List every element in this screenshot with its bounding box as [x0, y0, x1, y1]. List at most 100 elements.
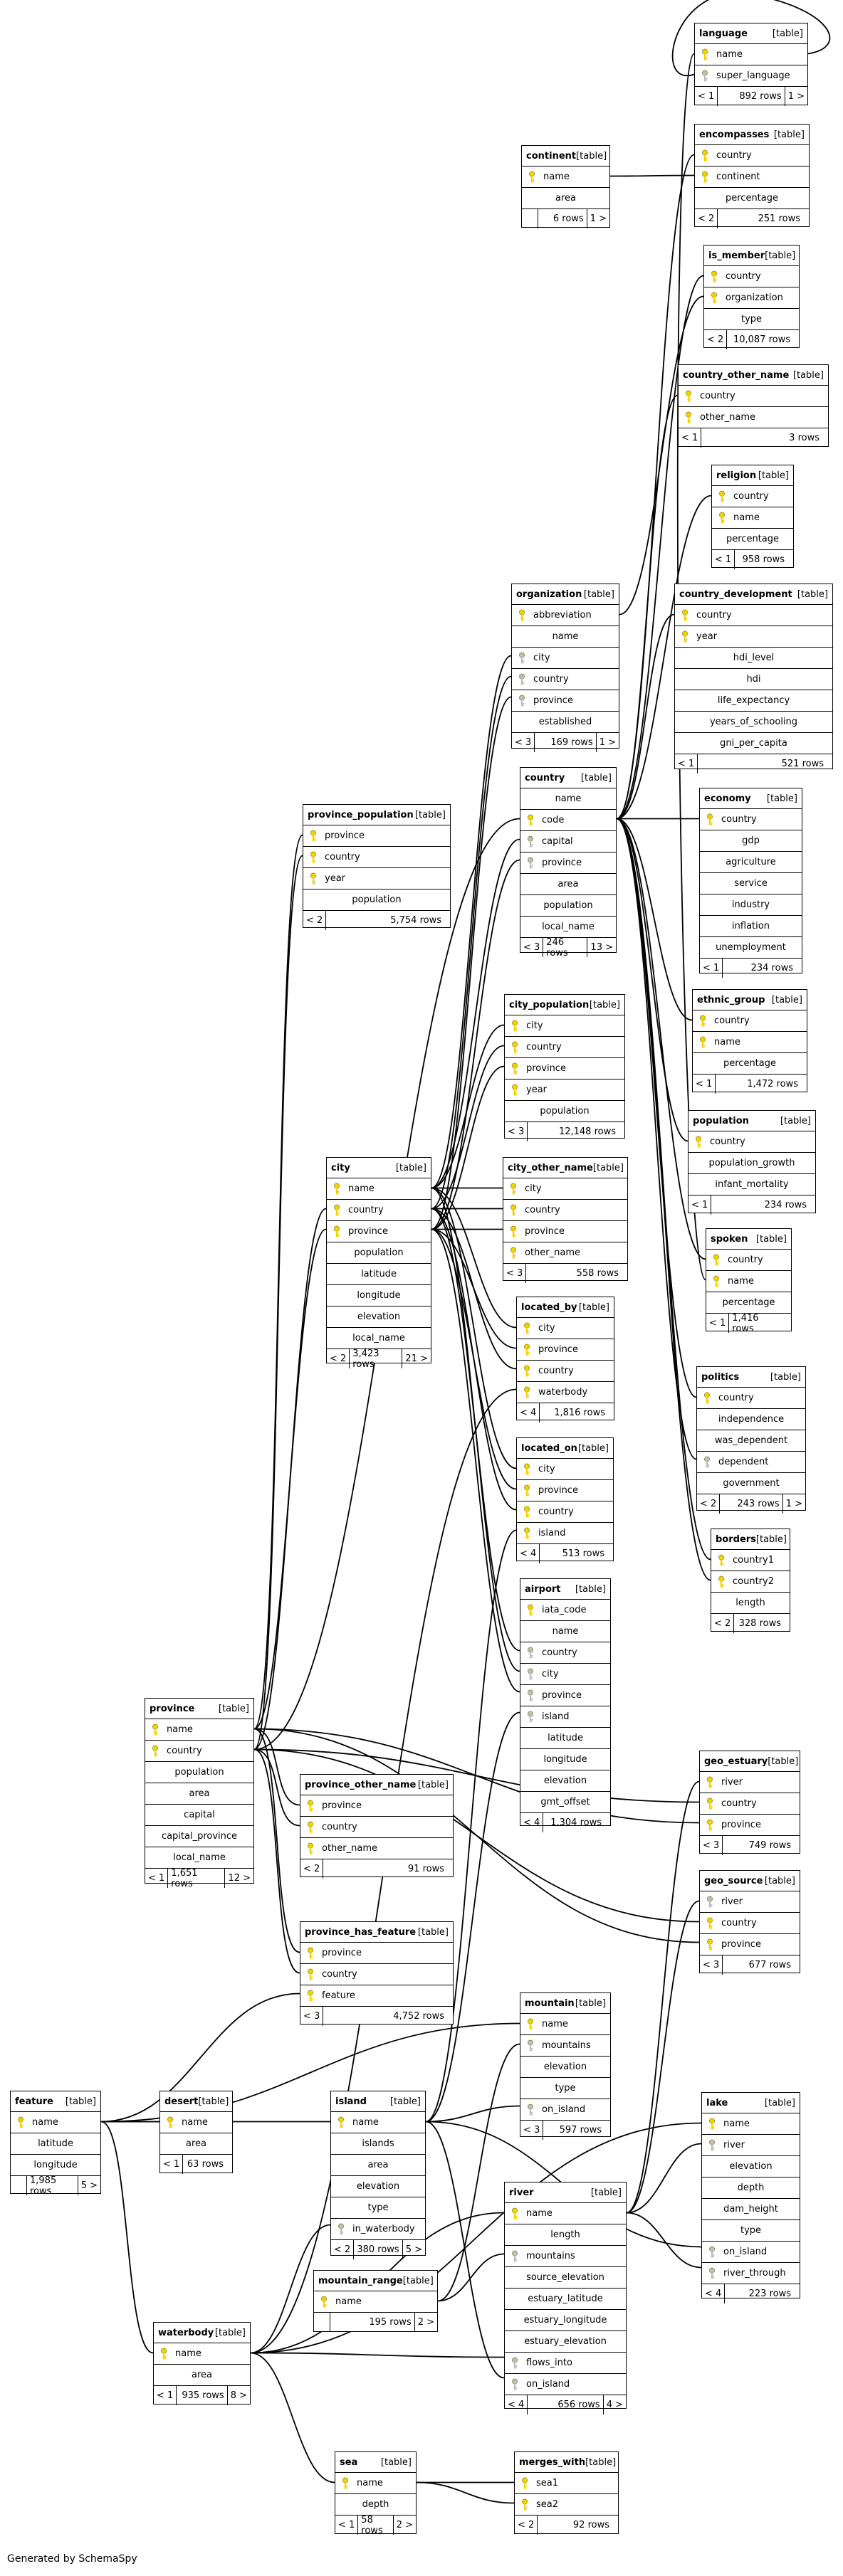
parent-count-link[interactable]: < 1 [145, 1869, 169, 1888]
column-row[interactable]: depth [335, 2494, 416, 2516]
column-row[interactable]: capital_province [145, 1826, 253, 1847]
column-row[interactable]: local_name [327, 1328, 431, 1349]
column-row[interactable]: river_through [702, 2263, 800, 2284]
column-row[interactable]: name [706, 1271, 791, 1292]
column-row[interactable]: islands [331, 2133, 425, 2155]
column-row[interactable]: on_island [505, 2374, 626, 2395]
column-row[interactable]: sea1 [515, 2473, 618, 2494]
column-row[interactable]: name [11, 2112, 100, 2133]
table-name[interactable]: airport [525, 1583, 561, 1595]
column-row[interactable]: province [512, 690, 619, 712]
child-count-link[interactable]: 13 > [590, 942, 613, 953]
table-header[interactable]: encompasses[table] [695, 125, 809, 145]
column-row[interactable]: longitude [520, 1749, 610, 1770]
column-row[interactable]: city [517, 1459, 613, 1480]
child-count-link[interactable] [604, 2121, 610, 2140]
column-row[interactable]: latitude [11, 2133, 100, 2155]
table-name[interactable]: politics [701, 1371, 740, 1383]
column-row[interactable]: other_name [300, 1838, 453, 1859]
table-header[interactable]: continent[table] [522, 146, 609, 167]
column-row[interactable]: population_growth [688, 1153, 815, 1174]
table-name[interactable]: country_development [679, 588, 792, 600]
column-row[interactable]: hdi [675, 669, 832, 690]
column-row[interactable]: country2 [711, 1571, 790, 1593]
column-row[interactable]: country [695, 145, 809, 167]
column-row[interactable]: country [688, 1131, 815, 1153]
column-row[interactable]: country [706, 1250, 791, 1271]
column-row[interactable]: type [704, 309, 799, 330]
column-row[interactable]: dependent [697, 1452, 805, 1473]
table-name[interactable]: religion [716, 470, 757, 481]
parent-count-link[interactable]: < 3 [700, 1836, 723, 1855]
column-row[interactable]: name [154, 2343, 250, 2365]
table-header[interactable]: city_other_name[table] [503, 1158, 627, 1178]
child-count-link[interactable] [801, 1075, 807, 1094]
child-count-link[interactable] [447, 2007, 453, 2026]
parent-count-link[interactable]: < 2 [327, 1349, 350, 1368]
column-row[interactable]: population [303, 890, 450, 911]
column-row[interactable]: in_waterbody [331, 2219, 425, 2240]
table-name[interactable]: country [525, 772, 565, 783]
child-count-link[interactable]: 12 > [228, 1873, 251, 1884]
child-count-link[interactable]: 8 > [230, 2390, 247, 2401]
table-name[interactable]: river [509, 2187, 534, 2198]
table-header[interactable]: organization[table] [512, 584, 619, 605]
column-row[interactable]: length [711, 1593, 790, 1614]
table-header[interactable]: located_by[table] [517, 1297, 614, 1318]
column-row[interactable]: province [505, 1058, 624, 1080]
parent-count-link[interactable]: < 4 [520, 1813, 544, 1832]
column-row[interactable]: mountains [520, 2035, 610, 2057]
parent-count-link[interactable]: < 1 [700, 959, 723, 978]
table-name[interactable]: encompasses [699, 129, 770, 140]
parent-count-link[interactable]: < 1 [712, 550, 735, 569]
parent-count-link[interactable]: < 1 [706, 1314, 730, 1333]
parent-count-link[interactable]: < 1 [679, 428, 702, 448]
parent-count-link[interactable] [11, 2176, 27, 2195]
table-name[interactable]: population [693, 1115, 749, 1126]
column-row[interactable]: flows_into [505, 2353, 626, 2374]
table-header[interactable]: lake[table] [702, 2093, 800, 2113]
column-row[interactable]: name [695, 44, 807, 65]
column-row[interactable]: country [693, 1010, 807, 1032]
column-row[interactable]: name [160, 2112, 232, 2133]
parent-count-link[interactable]: < 2 [704, 330, 728, 349]
column-row[interactable]: name [314, 2291, 437, 2313]
column-row[interactable]: area [331, 2155, 425, 2176]
table-header[interactable]: sea[table] [335, 2452, 416, 2473]
table-name[interactable]: country_other_name [683, 369, 790, 381]
column-row[interactable]: province [517, 1339, 614, 1361]
parent-count-link[interactable]: < 1 [154, 2386, 177, 2405]
column-row[interactable]: river [702, 2135, 800, 2156]
table-header[interactable]: is_member[table] [704, 246, 799, 266]
column-row[interactable]: organization [704, 287, 799, 309]
column-row[interactable]: country [145, 1741, 253, 1762]
parent-count-link[interactable]: < 3 [700, 1955, 723, 1975]
table-name[interactable]: borders [716, 1534, 756, 1545]
column-row[interactable]: name [145, 1719, 253, 1741]
column-row[interactable]: province [520, 852, 616, 874]
child-count-link[interactable] [827, 754, 832, 774]
column-row[interactable]: country [697, 1388, 805, 1409]
column-row[interactable]: mountains [505, 2246, 626, 2267]
parent-count-link[interactable]: < 2 [303, 911, 327, 930]
parent-count-link[interactable]: < 2 [300, 1859, 324, 1879]
column-row[interactable]: dam_height [702, 2199, 800, 2220]
table-header[interactable]: geo_source[table] [700, 1871, 800, 1891]
column-row[interactable]: type [702, 2220, 800, 2242]
child-count-link[interactable] [794, 1836, 800, 1855]
parent-count-link[interactable]: < 1 [335, 2516, 359, 2535]
column-row[interactable]: year [505, 1080, 624, 1101]
child-count-link[interactable]: 1 > [599, 737, 616, 748]
table-name[interactable]: merges_with [519, 2456, 586, 2468]
column-row[interactable]: source_elevation [505, 2267, 626, 2289]
